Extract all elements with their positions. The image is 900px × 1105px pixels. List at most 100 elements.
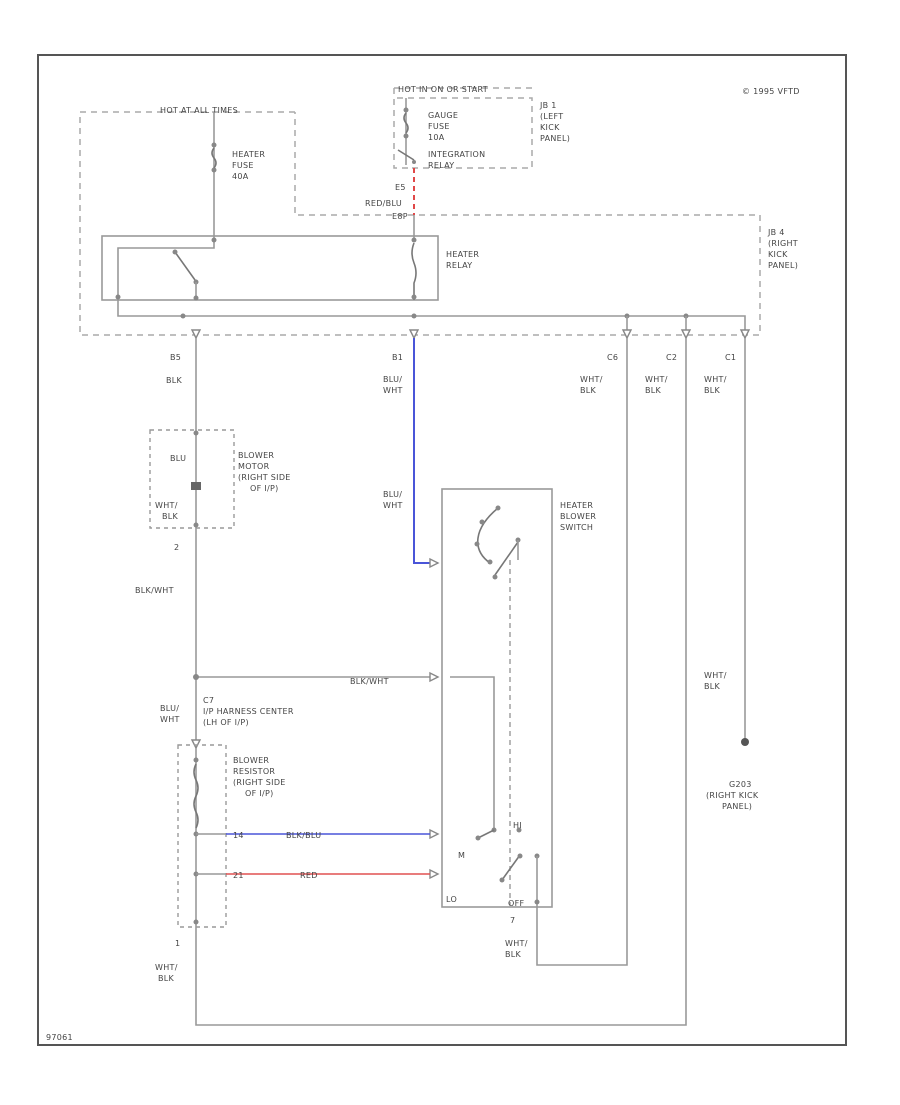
blower-motor-label-3: (RIGHT SIDE [238,473,291,482]
blower-resistor-label-2: RESISTOR [233,767,275,776]
jb1-label-3: KICK [540,123,560,132]
pin-b1-label: B1 [392,353,403,362]
blower-motor-blu-label: BLU [170,454,186,463]
pin-21-label: 21 [233,871,244,880]
heater-fuse [211,112,217,240]
heater-relay-label-2: RELAY [446,261,473,270]
resistor-ground-label-1: WHT/ [155,963,178,972]
blk-wire-label: BLK [166,376,183,385]
switch-m-label: M [458,851,465,860]
heater-fuse-label-1: HEATER [232,150,265,159]
diagram-id: 97061 [46,1033,73,1042]
blower-motor-label-2: MOTOR [238,462,270,471]
pin-b5-label: B5 [170,353,181,362]
pin-c1-label: C1 [725,353,736,362]
gauge-fuse-label-2: FUSE [428,122,450,131]
blu-wht-label-1: BLU/ [383,375,402,384]
heater-fuse-label-3: 40A [232,172,249,181]
g203-label-3: PANEL) [722,802,752,811]
switch-internal-wire [450,676,495,830]
integration-relay-label-1: INTEGRATION [428,150,485,159]
connector-pins [190,329,751,340]
heater-fuse-label-2: FUSE [232,161,254,170]
blower-motor-label-1: BLOWER [238,451,274,460]
hot-at-all-times-label: HOT AT ALL TIMES [160,106,238,115]
jb1-label-1: JB 1 [539,101,557,110]
ip-harness-center-label-2: (LH OF I/P) [203,718,249,727]
c6-wire-label-1: WHT/ [580,375,603,384]
c6-wire [536,338,628,966]
diagram-frame [37,54,847,1046]
heater-relay [101,215,439,301]
integration-relay-label-2: RELAY [428,161,455,170]
g203-label-2: (RIGHT KICK [706,791,759,800]
red-blu-wire-label: RED/BLU [365,199,402,208]
c7-label: C7 [203,696,214,705]
blu-wht-label-3: BLU/ [383,490,402,499]
red-wire-label: RED [300,871,318,880]
switch-off-label: OFF [508,899,524,908]
c6-wire-label-2: BLK [580,386,597,395]
pin-14-label: 14 [233,831,244,840]
gauge-fuse [397,98,416,165]
jb4-label-2: (RIGHT [768,239,798,248]
switch-connector-arrows [429,557,440,880]
switch-ground-label-1: WHT/ [505,939,528,948]
blower-resistor-label-4: OF I/P) [245,789,274,798]
g203-label-1: G203 [729,780,752,789]
blk-wht-horizontal-label: BLK/WHT [350,677,389,686]
ground-bus [117,300,746,335]
gauge-fuse-label-1: GAUGE [428,111,458,120]
c1-lower-label-1: WHT/ [704,671,727,680]
jb4-label-3: KICK [768,250,788,259]
gauge-fuse-label-3: 10A [428,133,445,142]
copyright-text: © 1995 VFTD [742,87,800,96]
c2-wire [195,338,687,1026]
jb1-label-2: (LEFT [540,112,563,121]
blower-motor-label-4: OF I/P) [250,484,279,493]
switch-ground-label-2: BLK [505,950,522,959]
blower-resistor-label-3: (RIGHT SIDE [233,778,286,787]
heater-blower-switch-label-2: BLOWER [560,512,596,521]
pin-2-label: 2 [174,543,179,552]
fuse-box-outline [79,87,761,336]
jb4-label-1: JB 4 [767,228,785,237]
pin-e8p-label: E8P [392,212,408,221]
switch-lo-label: LO [446,895,457,904]
ground-g203-symbol [741,738,749,746]
c1-lower-label-2: BLK [704,682,721,691]
heater-blower-switch-label-1: HEATER [560,501,593,510]
c7-wire-label-2: WHT [160,715,180,724]
blu-wht-label-4: WHT [383,501,403,510]
pin-7-label: 7 [510,916,515,925]
blower-motor-wht-label-2: BLK [162,512,179,521]
hot-in-on-or-start-label: HOT IN ON OR START [398,85,488,94]
c2-wire-label-2: BLK [645,386,662,395]
c1-wire-label-1: WHT/ [704,375,727,384]
ip-harness-center-label-1: I/P HARNESS CENTER [203,707,294,716]
blower-motor [149,429,235,529]
c2-wire-label-1: WHT/ [645,375,668,384]
blk-wht-wire-label: BLK/WHT [135,586,174,595]
switch-hi-label: HI [513,821,522,830]
c7-connector [190,739,202,750]
blu-wht-wire [413,338,438,564]
resistor-ground-label-2: BLK [158,974,175,983]
c1-wire-label-2: BLK [704,386,721,395]
heater-blower-switch [441,488,553,908]
jb4-label-4: PANEL) [768,261,798,270]
heater-relay-label-1: HEATER [446,250,479,259]
c7-wire-label-1: BLU/ [160,704,179,713]
blu-wht-label-2: WHT [383,386,403,395]
pin-c2-label: C2 [666,353,677,362]
pin-1-label: 1 [175,939,180,948]
pin-e5-label: E5 [395,183,406,192]
pin-c6-label: C6 [607,353,618,362]
blk-blu-wire-label: BLK/BLU [286,831,321,840]
blower-resistor [177,744,227,928]
blower-resistor-label-1: BLOWER [233,756,269,765]
blower-motor-wht-label-1: WHT/ [155,501,178,510]
jb1-label-4: PANEL) [540,134,570,143]
